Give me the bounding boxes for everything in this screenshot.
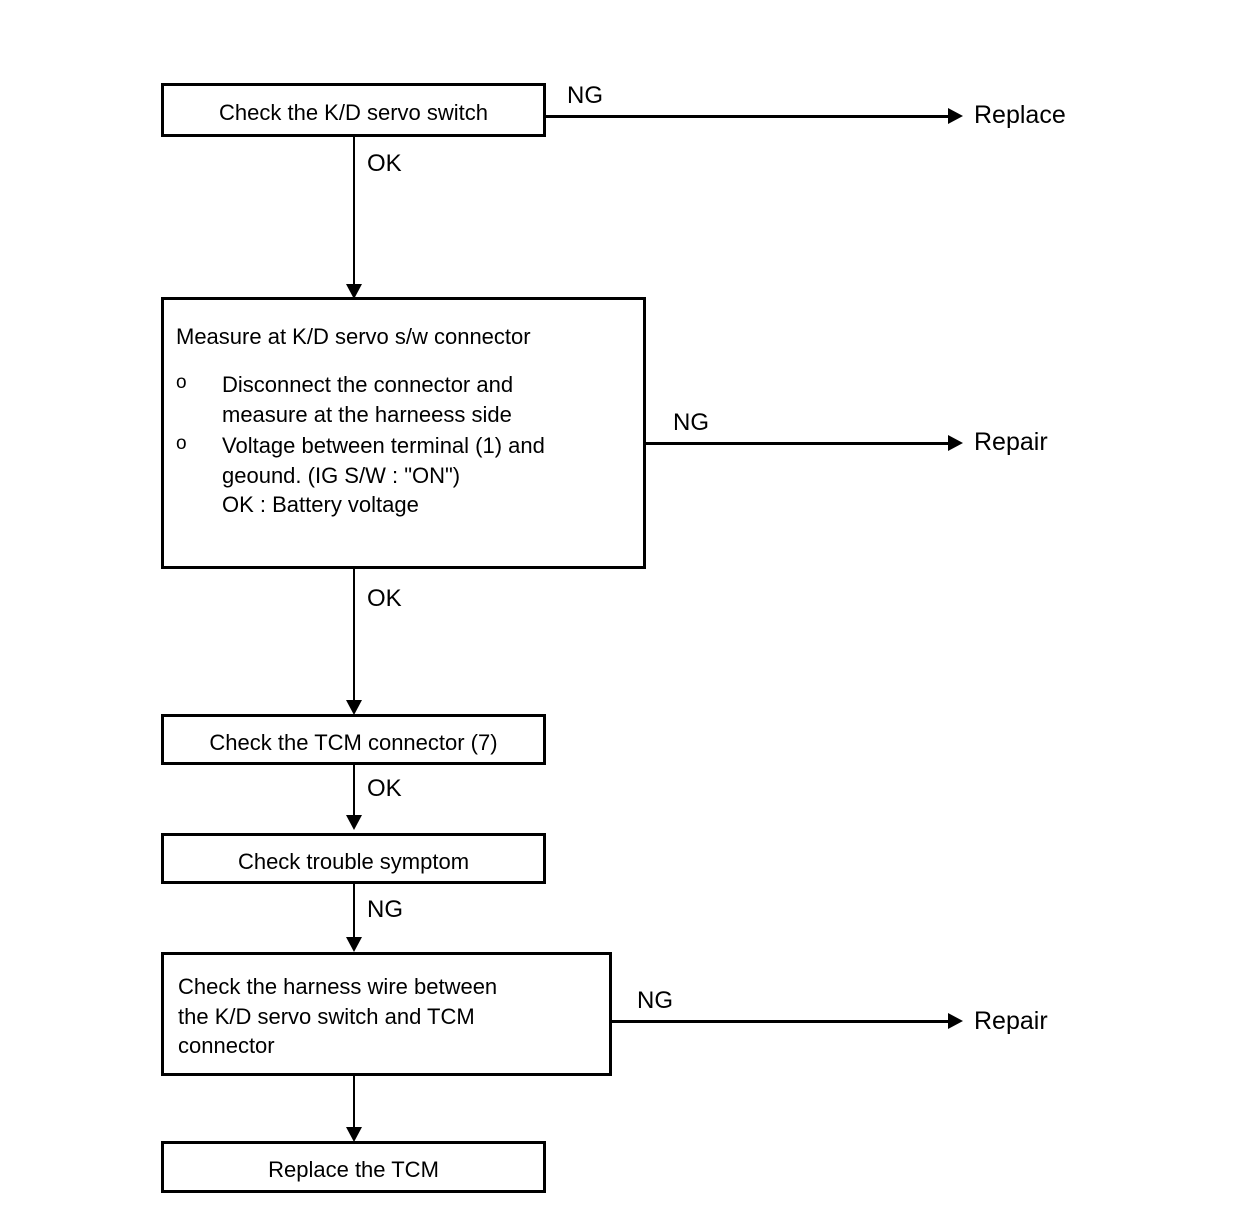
node-check-kd-servo-switch[interactable]: Check the K/D servo switch	[161, 83, 546, 137]
terminal-repair-2: Repair	[974, 1007, 1048, 1035]
terminal-repair-1: Repair	[974, 428, 1048, 456]
edge-label-ok-1: OK	[367, 150, 402, 177]
edge-ng-replace-line	[546, 115, 950, 118]
node-check-tcm-connector-label: Check the TCM connector (7)	[209, 730, 498, 755]
node-measure-connector-heading: Measure at K/D servo s/w connector	[176, 324, 531, 349]
edge-label-ok-2: OK	[367, 585, 402, 612]
node-check-kd-servo-switch-label: Check the K/D servo switch	[219, 100, 488, 125]
edge-ng-repair-1-line	[646, 442, 950, 445]
edge-ok-2-line	[353, 569, 355, 700]
edge-ok-1-arrowhead	[346, 284, 362, 299]
node-check-harness-wire[interactable]: Check the harness wire between the K/D s…	[161, 952, 612, 1076]
edge-ng-4-arrowhead	[346, 937, 362, 952]
node-replace-tcm-label: Replace the TCM	[268, 1157, 439, 1182]
edge-label-ng-5: NG	[637, 987, 673, 1014]
node-check-tcm-connector[interactable]: Check the TCM connector (7)	[161, 714, 546, 765]
edge-ng-repair-2-line	[612, 1020, 950, 1023]
node-replace-tcm[interactable]: Replace the TCM	[161, 1141, 546, 1193]
edge-ok-1-line	[353, 137, 355, 284]
edge-ok-3-arrowhead	[346, 815, 362, 830]
edge-ok-3-line	[353, 765, 355, 815]
edge-ng-4-line	[353, 884, 355, 937]
edge-label-ok-3: OK	[367, 775, 402, 802]
edge-to-replace-tcm-arrowhead	[346, 1127, 362, 1142]
bullet-marker-icon: o	[176, 433, 187, 454]
node-check-trouble-symptom[interactable]: Check trouble symptom	[161, 833, 546, 884]
edge-ok-2-arrowhead	[346, 700, 362, 715]
node-measure-connector-bullet-2: o Voltage between terminal (1) and geoun…	[176, 431, 545, 520]
node-measure-connector[interactable]: Measure at K/D servo s/w connector o Dis…	[161, 297, 646, 569]
edge-ng-replace-arrowhead	[948, 108, 963, 124]
node-measure-connector-bullet-2-text: Voltage between terminal (1) and geound.…	[222, 433, 545, 518]
edge-label-ng-2: NG	[673, 409, 709, 436]
node-measure-connector-bullet-1: o Disconnect the connector and measure a…	[176, 370, 513, 429]
node-measure-connector-bullet-1-text: Disconnect the connector and measure at …	[222, 372, 514, 427]
node-check-trouble-symptom-label: Check trouble symptom	[237, 849, 470, 874]
edge-to-replace-tcm-line	[353, 1076, 355, 1127]
bullet-marker-icon: o	[176, 372, 187, 393]
node-check-harness-wire-label: Check the harness wire between the K/D s…	[178, 974, 498, 1059]
edge-ng-repair-1-arrowhead	[948, 435, 963, 451]
edge-label-ng-1: NG	[567, 82, 603, 109]
edge-ng-repair-2-arrowhead	[948, 1013, 963, 1029]
edge-label-ng-4: NG	[367, 896, 403, 923]
terminal-replace-1: Replace	[974, 101, 1066, 129]
